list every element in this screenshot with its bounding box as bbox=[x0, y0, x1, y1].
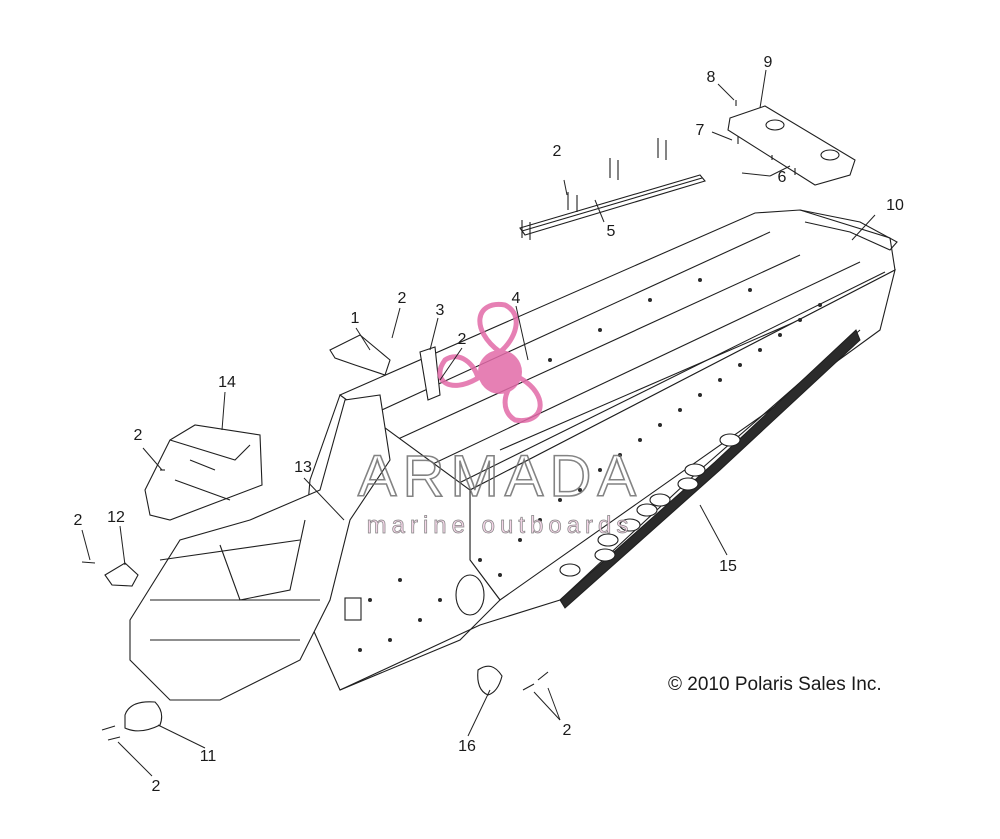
callout-labels: 1 2 3 2 4 2 5 6 7 8 9 10 14 2 13 2 12 15… bbox=[74, 54, 904, 795]
callout-16: 16 bbox=[458, 738, 476, 755]
callout-2: 2 bbox=[74, 512, 83, 529]
callout-12: 12 bbox=[107, 509, 125, 526]
fasteners bbox=[81, 100, 796, 741]
cap-11 bbox=[124, 701, 163, 732]
callout-13: 13 bbox=[294, 459, 312, 476]
cover-16 bbox=[477, 665, 503, 696]
rear-rail-bracket-9 bbox=[727, 105, 856, 186]
callout-1: 1 bbox=[351, 310, 360, 327]
callout-2: 2 bbox=[563, 722, 572, 739]
watermark-title: ARMADA bbox=[358, 444, 642, 509]
callout-2: 2 bbox=[553, 143, 562, 160]
running-board-5 bbox=[519, 174, 706, 236]
propeller-icon bbox=[478, 350, 522, 394]
callout-6: 6 bbox=[778, 169, 787, 186]
callout-14: 14 bbox=[218, 374, 236, 391]
watermark-subtitle: marine outboards bbox=[367, 512, 634, 539]
steering-support-14 bbox=[144, 424, 263, 521]
callout-5: 5 bbox=[607, 223, 616, 240]
bracket-12 bbox=[104, 562, 139, 587]
callout-2: 2 bbox=[134, 427, 143, 444]
callout-4: 4 bbox=[512, 290, 521, 307]
leader-lines bbox=[81, 69, 876, 777]
callout-7: 7 bbox=[696, 122, 705, 139]
callout-9: 9 bbox=[764, 54, 773, 71]
callout-15: 15 bbox=[719, 558, 737, 575]
copyright-notice: © 2010 Polaris Sales Inc. bbox=[668, 674, 882, 695]
callout-3: 3 bbox=[436, 302, 445, 319]
chassis-tunnel-drawing bbox=[129, 209, 898, 701]
watermark-logo: ARMADA marine outboards bbox=[357, 302, 642, 539]
callout-8: 8 bbox=[707, 69, 716, 86]
callout-2: 2 bbox=[398, 290, 407, 307]
callout-2: 2 bbox=[458, 331, 467, 348]
bracket-1 bbox=[329, 334, 391, 376]
callout-10: 10 bbox=[886, 197, 904, 214]
callout-2: 2 bbox=[152, 778, 161, 795]
callout-11: 11 bbox=[200, 748, 217, 765]
